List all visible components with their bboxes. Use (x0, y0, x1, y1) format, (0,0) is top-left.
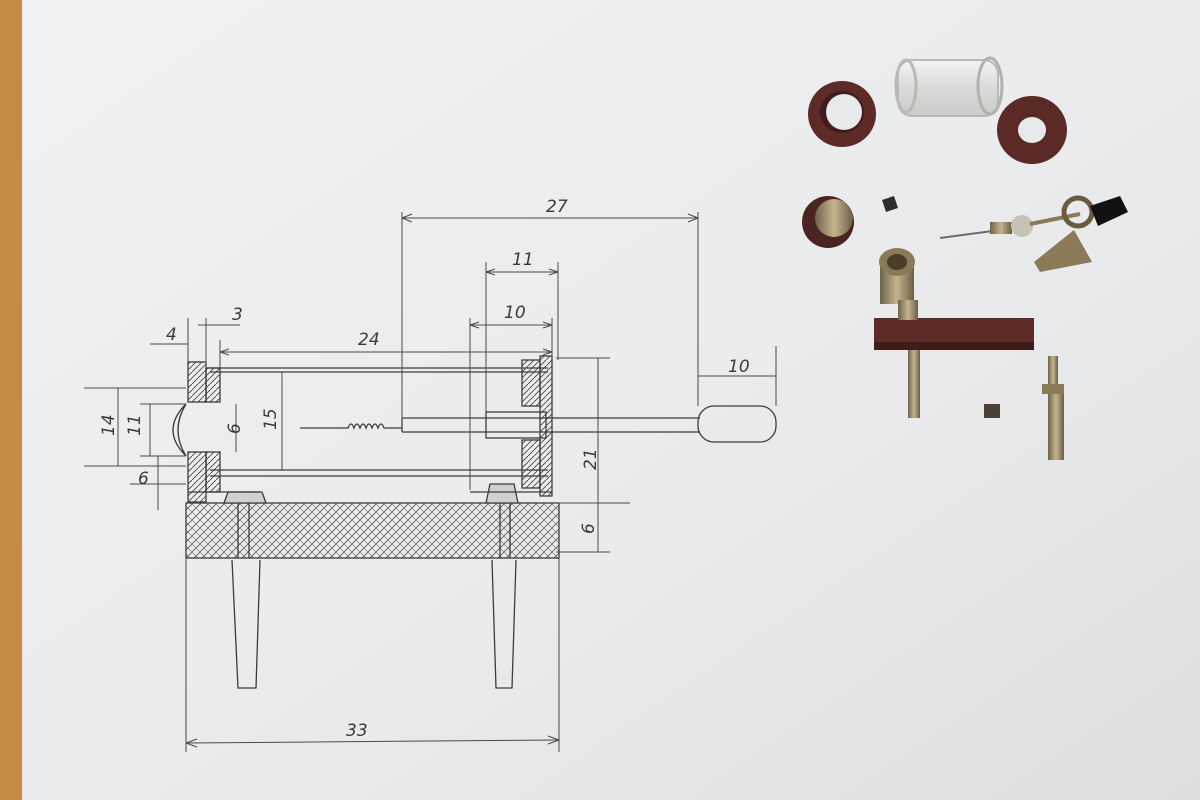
spring (300, 423, 402, 430)
detector-base (874, 248, 1034, 418)
cat-whisker-assembly (939, 195, 1128, 272)
crystal-fragment (882, 196, 898, 212)
bakelite-cap (802, 196, 854, 248)
dim-11-left: 11 (125, 414, 145, 436)
dim-4: 4 (166, 325, 177, 345)
parts-photo (802, 56, 1128, 460)
dim-6-right: 6 (579, 523, 599, 534)
dim-6-small: 6 (225, 423, 245, 434)
base-block (185, 502, 560, 559)
dim-10-top: 10 (504, 303, 526, 323)
left-leg (231, 559, 261, 689)
dim-14: 14 (99, 414, 119, 436)
glass-cylinder (894, 56, 1004, 117)
dim-24: 24 (358, 330, 380, 350)
dim-21: 21 (581, 448, 601, 470)
dim-15: 15 (261, 408, 281, 430)
technical-drawing (84, 212, 777, 752)
dim-11-top: 11 (512, 250, 534, 270)
small-nut (984, 404, 1000, 418)
dim-10-right: 10 (728, 357, 750, 377)
dim-3: 3 (232, 305, 243, 325)
bakelite-ring-right (997, 96, 1067, 164)
dim-27: 27 (546, 197, 568, 217)
dim-33: 33 (346, 721, 368, 741)
dim-6-bottom-left: 6 (138, 469, 149, 489)
right-leg (491, 559, 517, 689)
contact-screw (1042, 356, 1064, 460)
bakelite-ring-left (808, 81, 876, 147)
rod-handle (697, 405, 777, 443)
dimension-labels: 27 11 10 3 4 24 14 11 6 15 6 21 6 10 33 (99, 197, 750, 741)
